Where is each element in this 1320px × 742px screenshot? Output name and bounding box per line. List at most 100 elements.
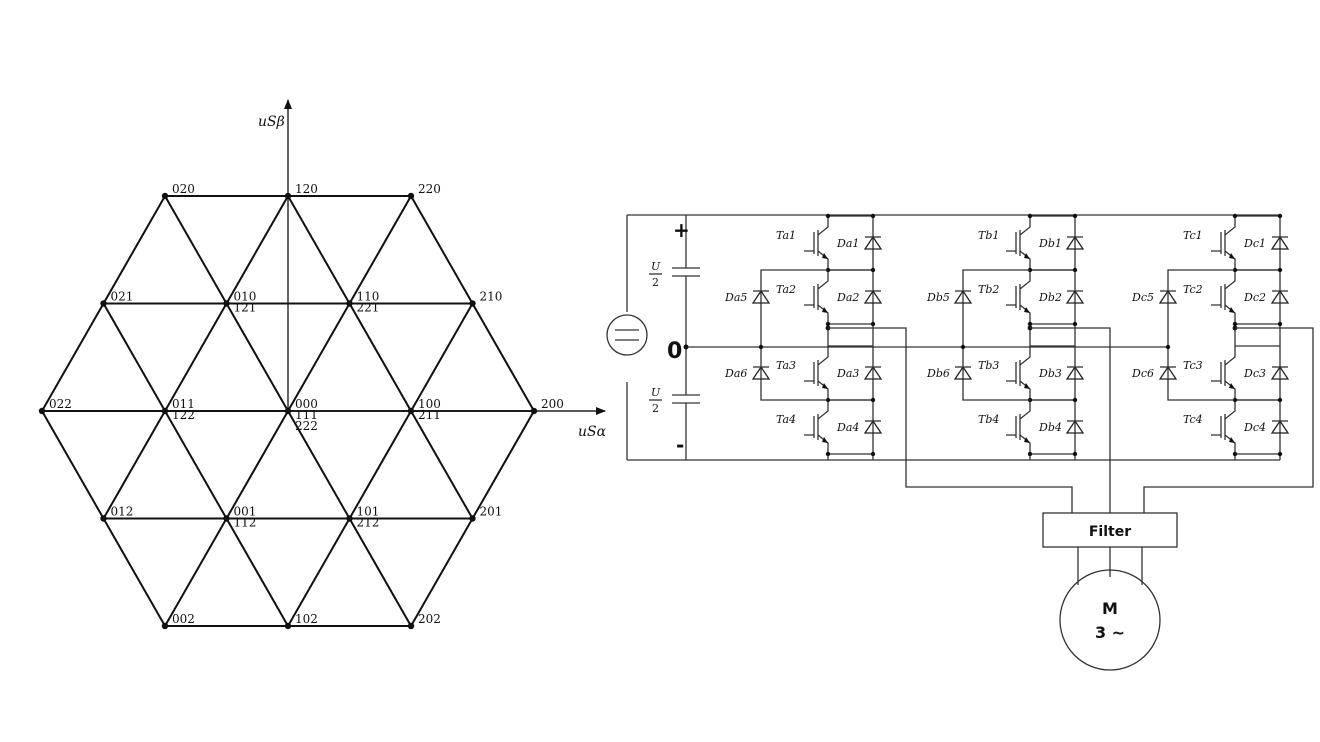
- diode-icon: [1065, 365, 1085, 380]
- igbt-emitter-arrow: [1229, 253, 1235, 259]
- vector-node: 202: [407, 612, 441, 630]
- vector-dot: [100, 300, 107, 307]
- vector-label: 012: [111, 505, 134, 519]
- diode-icon: [1065, 235, 1085, 250]
- igbt-icon: [804, 346, 829, 400]
- beta-axis-label: uSβ: [258, 114, 285, 130]
- vector-dot: [100, 515, 107, 522]
- diode-label: Da1: [836, 237, 859, 250]
- vector-label-line: 020: [172, 182, 195, 196]
- vector-dot: [407, 407, 415, 415]
- diode-tie: [1030, 399, 1075, 455]
- vector-label: 022: [49, 397, 72, 411]
- vector-node: 120: [284, 182, 318, 200]
- grid-edge: [164, 518, 228, 627]
- junction-dot: [1027, 321, 1033, 327]
- junction-dot: [870, 213, 876, 219]
- inverter-legs: Ta1Da1Ta2Da2Ta3Da3Ta4Da4Da5Da6Tb1Db1Tb2D…: [724, 213, 1290, 460]
- igbt-icon: [1006, 216, 1031, 270]
- vector-label: 102: [295, 612, 318, 626]
- diode-icon: [1270, 235, 1290, 250]
- junction-dot: [825, 321, 831, 327]
- motor-icon: [1059, 569, 1161, 671]
- vector-label: 210: [480, 290, 503, 304]
- grid-edge: [410, 303, 474, 412]
- clamp-wire: [1167, 269, 1235, 401]
- vector-dot: [38, 407, 46, 415]
- junction-dot: [870, 397, 876, 403]
- igbt-label: Tb2: [978, 283, 999, 296]
- diode-tie: [1030, 269, 1075, 325]
- junction-dot: [1165, 344, 1171, 350]
- grid-edge: [102, 518, 166, 627]
- diode-icon: [863, 289, 883, 304]
- vector-label-line: 012: [111, 505, 134, 519]
- diode-label: Da3: [836, 367, 859, 380]
- junction-dot: [1232, 451, 1238, 457]
- grid-edge: [225, 410, 289, 519]
- junction-dot: [1232, 321, 1238, 327]
- igbt-label: Tc1: [1183, 229, 1203, 242]
- cap-label-top-den: 2: [652, 276, 659, 289]
- diode-icon: [1065, 289, 1085, 304]
- vector-label: 220: [418, 182, 441, 196]
- junction-dot: [1027, 451, 1033, 457]
- diode-label: Dc5: [1131, 291, 1154, 304]
- cap-label-top: U 2: [649, 260, 662, 289]
- grid-edge: [225, 303, 289, 412]
- igbt-label: Tc3: [1183, 359, 1203, 372]
- vector-label-line: 010: [234, 290, 257, 304]
- diode-icon: [953, 289, 973, 304]
- vector-node: 002: [161, 612, 195, 630]
- grid-edge: [164, 410, 228, 519]
- vector-label-line: 120: [295, 182, 318, 196]
- vector-node: 102: [284, 612, 318, 630]
- motor-label: M: [1102, 599, 1118, 618]
- vector-label-line: 000: [295, 397, 318, 411]
- junction-dot: [960, 344, 966, 350]
- vector-label-line: 022: [49, 397, 72, 411]
- junction-dot: [870, 451, 876, 457]
- plus-sign: +: [673, 218, 690, 242]
- grid-edge: [102, 303, 166, 412]
- diode-icon: [751, 365, 771, 380]
- igbt-label: Ta2: [776, 283, 796, 296]
- junction-dot: [1072, 321, 1078, 327]
- igbt-emitter-arrow: [1024, 307, 1030, 313]
- vector-dot: [161, 192, 169, 200]
- diode-tie: [1235, 399, 1280, 455]
- diode-icon: [1065, 419, 1085, 434]
- diode-label: Dc4: [1243, 421, 1266, 434]
- vector-dot: [223, 515, 230, 522]
- neutral-junction: [683, 344, 689, 350]
- vector-node: 210: [469, 290, 502, 307]
- junction-dot: [1027, 213, 1033, 219]
- diode-icon: [1270, 419, 1290, 434]
- igbt-emitter-arrow: [822, 307, 828, 313]
- diode-icon: [1158, 289, 1178, 304]
- diode-label: Dc2: [1243, 291, 1266, 304]
- igbt-label: Ta3: [776, 359, 796, 372]
- igbt-label: Ta1: [776, 229, 796, 242]
- diode-label: Db4: [1038, 421, 1062, 434]
- diode-icon: [1158, 365, 1178, 380]
- vector-label-line: 102: [295, 612, 318, 626]
- igbt-emitter-arrow: [822, 437, 828, 443]
- vector-label: 200: [541, 397, 564, 411]
- vector-dot: [530, 407, 538, 415]
- vector-label-line: 221: [357, 301, 380, 315]
- vector-dot: [223, 300, 230, 307]
- vector-node: 201: [469, 505, 502, 522]
- grid-edge: [102, 410, 166, 519]
